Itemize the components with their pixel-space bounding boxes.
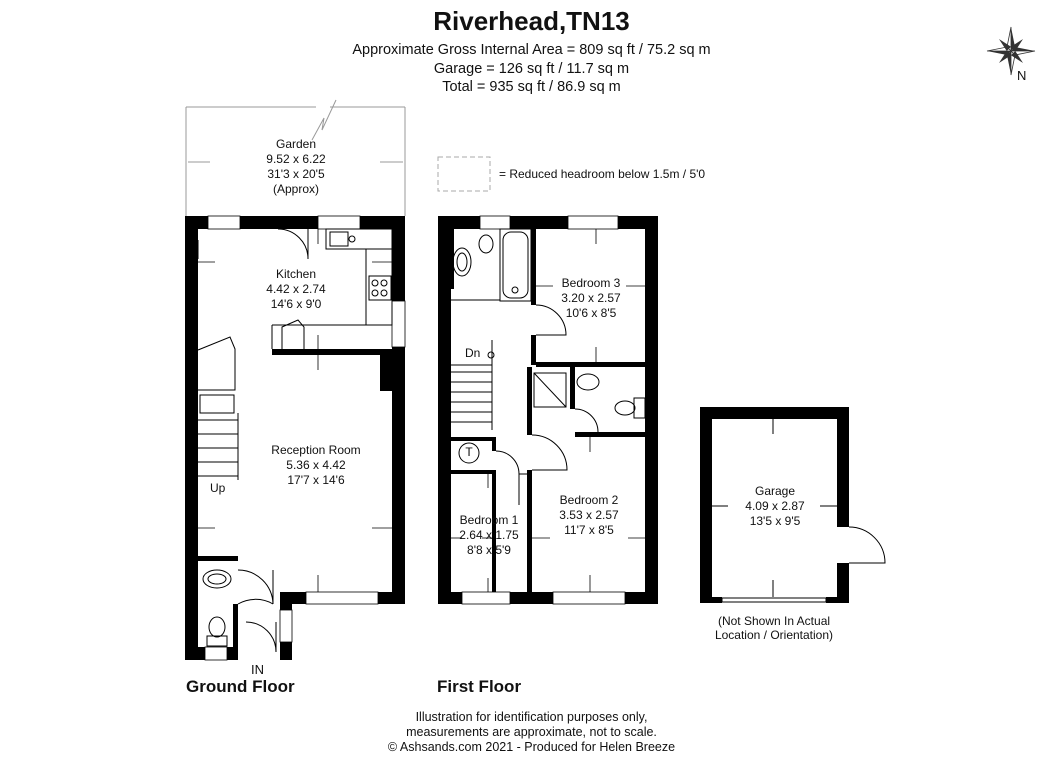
stairs-down-label: Dn [465, 346, 481, 360]
room-label-bedroom3: Bedroom 3 3.20 x 2.57 10'6 x 8'5 [541, 276, 641, 321]
garage-metric: 4.09 x 2.87 [745, 499, 805, 513]
bedroom3-imperial: 10'6 x 8'5 [565, 306, 617, 320]
reception-imperial: 17'7 x 14'6 [287, 473, 345, 487]
page-title: Riverhead,TN13 [433, 6, 630, 36]
kitchen-imperial: 14'6 x 9'0 [270, 297, 322, 311]
bedroom2-name: Bedroom 2 [559, 493, 619, 507]
footer-line3: © Ashsands.com 2021 - Produced for Helen… [387, 740, 676, 754]
garden-outline [185, 99, 406, 216]
first-floor-windows [461, 215, 626, 605]
reception-metric: 5.36 x 4.42 [286, 458, 346, 472]
ground-floor-label: Ground Floor [186, 677, 295, 696]
compass-rose-icon [986, 26, 1036, 76]
garage-walls [700, 407, 849, 603]
entrance-label: IN [251, 662, 264, 677]
footer-line2: measurements are approximate, not to sca… [406, 725, 657, 739]
footer-line1: Illustration for identification purposes… [415, 710, 648, 724]
bedroom3-metric: 3.20 x 2.57 [561, 291, 621, 305]
total-area: Total = 935 sq ft / 86.9 sq m [442, 79, 621, 95]
garage-fittings [712, 419, 886, 603]
stairs-up-label: Up [210, 481, 226, 495]
garage-note: (Not Shown In Actual Location / Orientat… [684, 614, 864, 642]
ground-floor-dimension-arrows [198, 229, 392, 592]
room-label-reception: Reception Room 5.36 x 4.42 17'7 x 14'6 [246, 443, 386, 488]
reception-name: Reception Room [271, 443, 361, 457]
room-label-garage: Garage 4.09 x 2.87 13'5 x 9'5 [720, 484, 830, 529]
bedroom2-metric: 3.53 x 2.57 [559, 508, 619, 522]
bedroom1-name: Bedroom 1 [459, 513, 519, 527]
kitchen-name: Kitchen [275, 267, 317, 281]
garage-imperial: 13'5 x 9'5 [749, 514, 801, 528]
room-label-bedroom1: Bedroom 1 2.64 x 1.75 8'8 x 5'9 [446, 513, 532, 558]
first-floor-fittings [451, 228, 646, 505]
room-label-kitchen: Kitchen 4.42 x 2.74 14'6 x 9'0 [226, 267, 366, 312]
garage-note-line2: Location / Orientation) [714, 628, 834, 642]
bedroom2-imperial: 11'7 x 8'5 [564, 523, 614, 537]
first-floor-label: First Floor [437, 677, 522, 696]
room-label-bedroom2: Bedroom 2 3.53 x 2.57 11'7 x 8'5 [539, 493, 639, 538]
reduced-headroom-legend-text: = Reduced headroom below 1.5m / 5'0 [499, 167, 706, 181]
garden-name: Garden [275, 137, 317, 151]
compass-north-label: N [1017, 68, 1027, 83]
reduced-headroom-legend-swatch [437, 156, 491, 192]
tank-label: T [465, 445, 473, 459]
bedroom1-metric: 2.64 x 1.75 [459, 528, 519, 542]
garage-note-line1: (Not Shown In Actual [717, 614, 831, 628]
bedroom1-imperial: 8'8 x 5'9 [467, 543, 511, 557]
ground-floor-fittings [197, 228, 393, 653]
kitchen-metric: 4.42 x 2.74 [266, 282, 326, 296]
bedroom3-name: Bedroom 3 [561, 276, 621, 290]
disclaimer-footer: Illustration for identification purposes… [0, 710, 1063, 755]
garden-note: (Approx) [272, 182, 319, 196]
gross-internal-area: Approximate Gross Internal Area = 809 sq… [352, 42, 711, 58]
garden-imperial: 31'3 x 20'5 [267, 167, 325, 181]
first-floor-dimension-arrows [451, 229, 645, 592]
ground-floor-windows [204, 215, 406, 661]
garage-name: Garage [754, 484, 796, 498]
garden-metric: 9.52 x 6.22 [266, 152, 326, 166]
garage-area: Garage = 126 sq ft / 11.7 sq m [433, 61, 630, 77]
room-label-garden: Garden 9.52 x 6.22 31'3 x 20'5 (Approx) [226, 137, 366, 197]
